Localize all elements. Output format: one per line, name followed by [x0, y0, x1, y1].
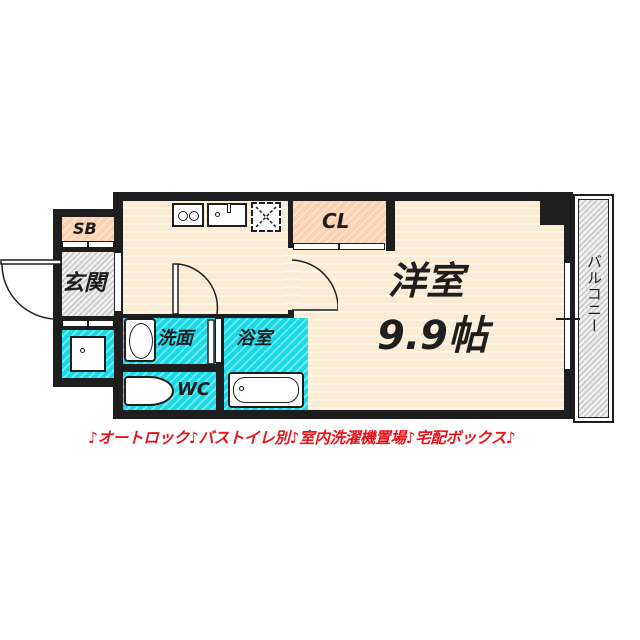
front-door[interactable] — [0, 257, 64, 321]
stove-burners — [172, 203, 204, 227]
closet — [293, 201, 388, 243]
washroom-door-swing — [172, 263, 219, 315]
entrance-step — [114, 252, 122, 312]
shoe-box-label: SB — [73, 219, 97, 238]
shoe-box — [62, 217, 114, 241]
structural-column — [540, 192, 573, 225]
room-doorway — [286, 248, 298, 310]
balcony: バルコニー — [573, 194, 614, 423]
bathtub — [228, 372, 304, 408]
washing-machine-space — [70, 336, 106, 372]
closet-label: CL — [322, 209, 350, 233]
entrance — [62, 252, 114, 316]
washroom-label: 洗面 — [157, 328, 193, 349]
bathroom-label: 浴室 — [236, 328, 272, 349]
toilet-bowl — [124, 376, 174, 406]
toilet-label: WC — [177, 379, 211, 400]
room-door-swing — [291, 259, 338, 311]
wash-basin — [124, 318, 156, 362]
kitchen-sink — [207, 203, 247, 227]
refrigerator-space — [251, 202, 281, 232]
western-room-size: 9.9帖 — [377, 313, 488, 359]
balcony-window — [564, 262, 571, 370]
western-room-name: 洋室 — [388, 259, 465, 303]
balcony-label: バルコニー — [585, 254, 603, 334]
entrance-label: 玄関 — [62, 271, 107, 296]
features-banner: ♪オートロック♪バストイレ別♪室内洗濯機置場♪宅配ボックス♪ — [88, 429, 516, 447]
